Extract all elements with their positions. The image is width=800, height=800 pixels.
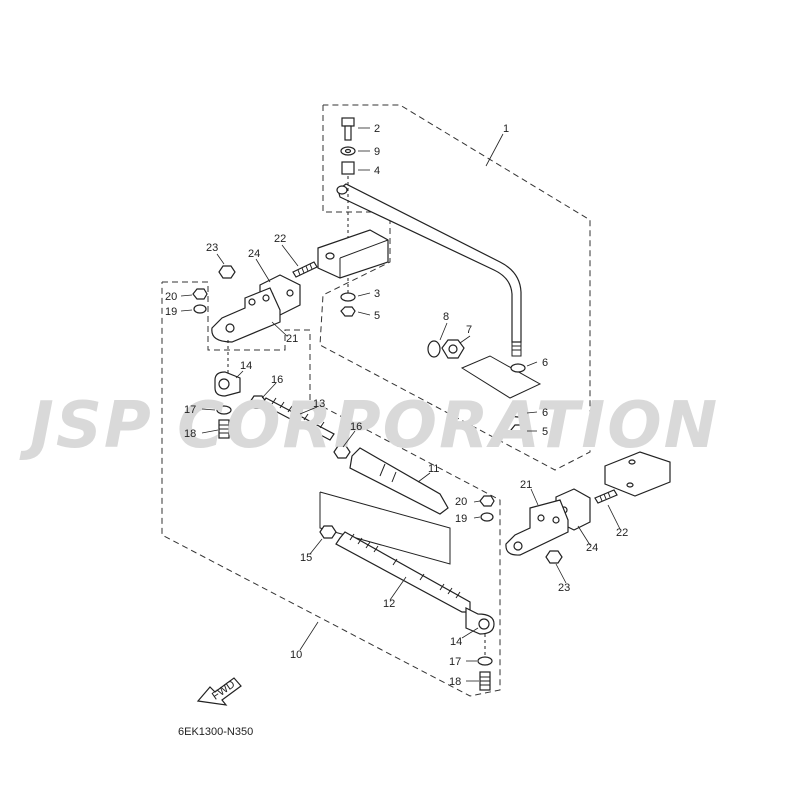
nut-part-7: [441, 339, 465, 359]
callout-8: 8: [443, 311, 449, 323]
callout-19-lower: 19: [455, 513, 467, 525]
guide-lines-middle: [319, 491, 451, 565]
callout-14-lower: 14: [450, 636, 462, 648]
callout-17-upper: 17: [184, 404, 196, 416]
nut-part-16-lower: [333, 445, 351, 459]
callout-9: 9: [374, 146, 380, 158]
callout-10: 10: [290, 649, 302, 661]
callout-1: 1: [503, 123, 509, 135]
rod-end-part-14-right: [465, 607, 495, 635]
nut-part-5-upper: [340, 306, 356, 317]
callout-17-lower: 17: [449, 656, 461, 668]
washer-part-6-upper: [510, 363, 526, 373]
watermark-text: JSP CORPORATION: [19, 389, 719, 463]
leader-lines: [180, 127, 621, 682]
callout-18-upper: 18: [184, 428, 196, 440]
washer-part-17-left: [216, 405, 232, 415]
callout-13: 13: [313, 398, 325, 410]
bolt-part-2: [341, 117, 355, 141]
callout-24-upper: 24: [248, 248, 260, 260]
washer-part-6-lower: [510, 408, 526, 418]
nut-part-20-right: [479, 495, 495, 507]
collar-part-4: [341, 161, 355, 175]
callout-21-upper: 21: [286, 333, 298, 345]
spacer-part-3: [340, 292, 356, 302]
callout-14-upper: 14: [240, 360, 252, 372]
callout-6-lower: 6: [542, 407, 548, 419]
callout-6-upper: 6: [542, 357, 548, 369]
bolt-part-18-left: [218, 419, 230, 439]
bracket-part-21-left: [211, 287, 281, 343]
callout-16-upper: 16: [271, 374, 283, 386]
bracket-part-21-right: [505, 499, 569, 556]
callout-22-lower: 22: [616, 527, 628, 539]
stud-part-22-left: [292, 261, 318, 278]
mount-block-right: [604, 451, 671, 497]
washer-part-17-right: [477, 656, 493, 666]
assembly-10-outline: [161, 281, 501, 697]
callout-5-upper: 5: [374, 310, 380, 322]
rod-end-part-14-left: [214, 371, 241, 397]
callout-5-lower: 5: [542, 426, 548, 438]
o-ring-part-8: [427, 340, 441, 358]
callout-23-upper: 23: [206, 242, 218, 254]
callout-23-lower: 23: [558, 582, 570, 594]
assembly-1-outline: [319, 104, 591, 471]
callout-labels: 1 2 9 4 3 5 8 7 6 6 5 23 22 24 20 19 21 …: [165, 123, 628, 688]
threaded-rod-part-12: [335, 531, 471, 613]
mount-bracket-lower-right-ghost: [460, 355, 542, 399]
nut-part-23-left: [218, 265, 236, 279]
callout-18-lower: 18: [449, 676, 461, 688]
nut-part-20-left: [192, 288, 208, 300]
tie-bar-part-1: [336, 183, 522, 357]
nut-part-15: [319, 525, 337, 539]
callout-20-lower: 20: [455, 496, 467, 508]
tube-part-11: [349, 447, 449, 515]
callout-2: 2: [374, 123, 380, 135]
callout-4: 4: [374, 165, 380, 177]
callout-12: 12: [383, 598, 395, 610]
callout-7: 7: [466, 324, 472, 336]
washer-part-19-right: [480, 512, 494, 522]
fwd-arrow-icon: FWD: [196, 677, 242, 706]
callout-16-lower: 16: [350, 421, 362, 433]
bolt-part-18-right: [479, 671, 491, 691]
callout-11: 11: [428, 463, 439, 475]
callout-19-upper: 19: [165, 306, 177, 318]
diagram-code: 6EK1300-N350: [178, 726, 253, 738]
callout-24-lower: 24: [586, 542, 598, 554]
nut-part-5-lower: [510, 424, 527, 436]
threaded-rod-part-13: [261, 397, 335, 441]
washer-part-9: [340, 146, 356, 156]
stud-part-22-right: [594, 489, 618, 504]
callout-15: 15: [300, 552, 312, 564]
callout-21-lower: 21: [520, 479, 532, 491]
nut-part-23-right: [545, 550, 563, 564]
mount-block-upper: [317, 229, 389, 279]
callout-3: 3: [374, 288, 380, 300]
washer-part-19-left: [193, 304, 207, 314]
callout-22-upper: 22: [274, 233, 286, 245]
callout-20-upper: 20: [165, 291, 177, 303]
